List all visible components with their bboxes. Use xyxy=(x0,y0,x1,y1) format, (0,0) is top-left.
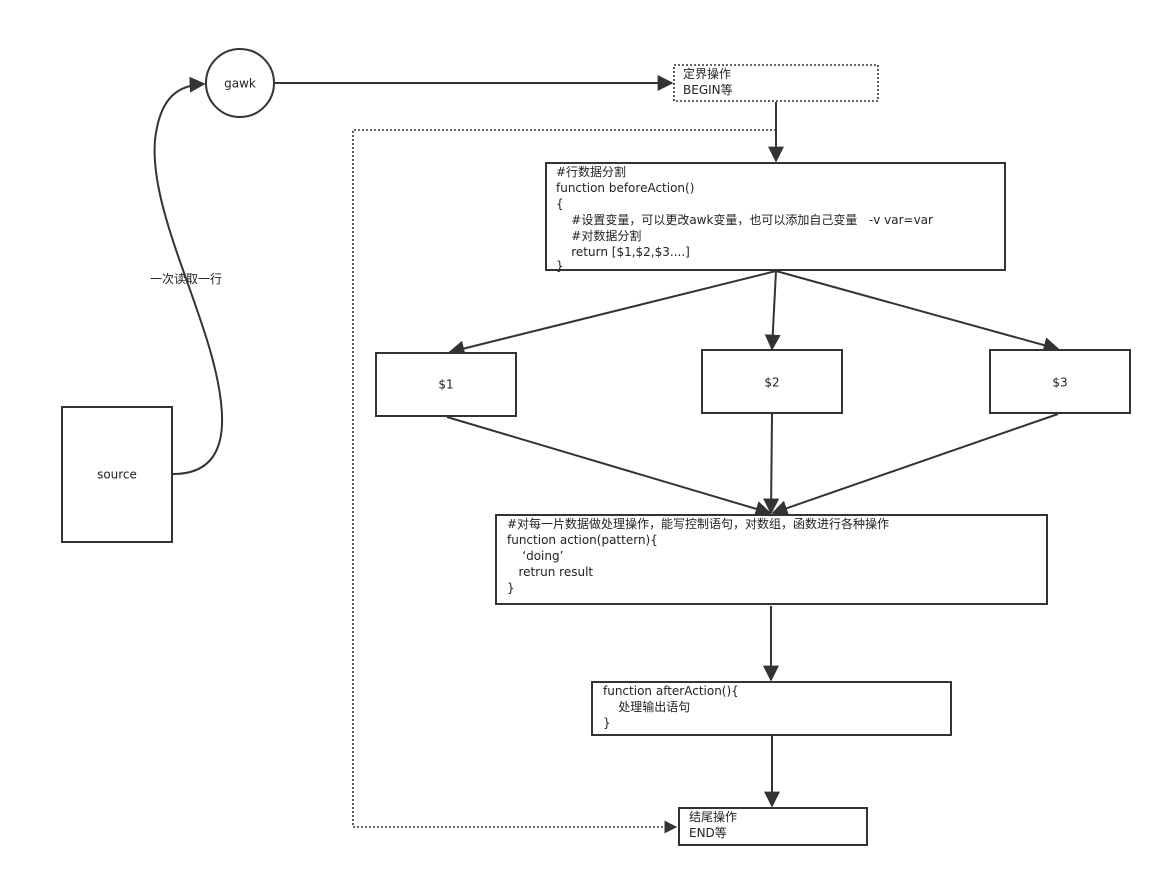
edge-source-to-gawk xyxy=(153,76,224,475)
node-field2: $2 xyxy=(701,349,843,414)
node-source: source xyxy=(61,406,173,543)
edge-field2-to-action xyxy=(763,413,780,515)
node-after-action: function afterAction(){ 处理输出语句 } xyxy=(591,681,952,736)
node-after-action-line-2: 处理输出语句 xyxy=(603,699,690,714)
node-action: #对每一片数据做处理操作，能写控制语句，对数组，函数进行各种操作 functio… xyxy=(495,514,1048,605)
node-end-line-2: END等 xyxy=(689,826,727,840)
node-before-action-line-7: } xyxy=(556,259,564,273)
node-end: 结尾操作 END等 xyxy=(678,807,868,846)
node-begin-line-2: BEGIN等 xyxy=(683,83,733,97)
node-before-action-line-5: #对数据分割 xyxy=(556,228,641,243)
node-before-action-line-6: return [$1,$2,$3....] xyxy=(556,245,690,259)
node-before-action-line-1: #行数据分割 xyxy=(556,164,626,179)
node-end-line-1: 结尾操作 xyxy=(689,809,737,824)
node-after-action-line-1: function afterAction(){ xyxy=(603,684,739,698)
node-action-line-4: retrun result xyxy=(507,565,593,579)
node-action-line-3: ‘doing’ xyxy=(507,549,563,563)
node-before-action-line-2: function beforeAction() xyxy=(556,181,694,195)
node-action-line-2: function action(pattern){ xyxy=(507,533,658,547)
node-begin-line-1: 定界操作 xyxy=(683,66,731,81)
node-source-label: source xyxy=(97,468,137,482)
edge-field1-to-action xyxy=(446,416,772,517)
node-action-line-5: } xyxy=(507,581,515,595)
edge-before-action-to-field3 xyxy=(775,270,1060,353)
edge-field3-to-action xyxy=(771,413,1059,516)
node-field3-label: $3 xyxy=(1052,376,1067,390)
node-action-line-1: #对每一片数据做处理操作，能写控制语句，对数组，函数进行各种操作 xyxy=(507,516,889,531)
edge-before-action-to-field1 xyxy=(448,270,777,357)
node-field1-label: $1 xyxy=(438,378,453,392)
node-after-action-line-3: } xyxy=(603,716,611,730)
node-field2-label: $2 xyxy=(764,376,779,390)
node-before-action-line-4: #设置变量，可以更改awk变量，也可以添加自己变量 -v var=var xyxy=(556,212,933,227)
edge-before-action-to-field2 xyxy=(764,270,781,351)
node-gawk-label: gawk xyxy=(224,77,256,91)
node-field3: $3 xyxy=(989,349,1131,414)
node-gawk: gawk xyxy=(205,48,275,118)
edge-label-read-line: 一次读取一行 xyxy=(150,272,222,286)
node-before-action: #行数据分割 function beforeAction() { #设置变量，可… xyxy=(545,162,1006,273)
node-begin: 定界操作 BEGIN等 xyxy=(673,64,879,102)
node-field1: $1 xyxy=(375,352,517,417)
node-before-action-line-3: { xyxy=(556,197,564,211)
